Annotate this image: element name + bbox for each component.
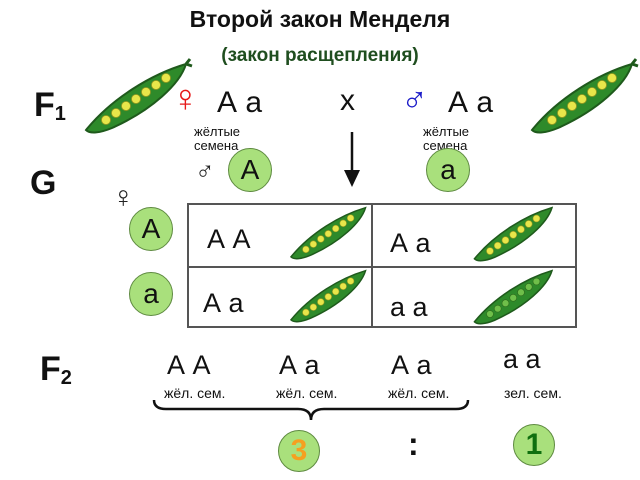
ratio-dominant-badge: 3 (278, 430, 320, 472)
pea-pod-icon (530, 58, 639, 134)
f2-genotype: А а (279, 350, 320, 380)
f2-phenotype: жёл. сем. (276, 385, 338, 401)
female-parent-genotype: А а (217, 86, 263, 119)
pea-pod-icon (289, 206, 367, 260)
male-parent-genotype: А а (448, 86, 494, 119)
page-subtitle: (закон расщепления) (221, 45, 419, 66)
f2-genotype: А а (391, 350, 432, 380)
punnett-cell-heterozygous: А а (390, 228, 431, 258)
female-phenotype-note: жёлтые семена (194, 124, 241, 153)
pea-pod-icon (473, 269, 554, 325)
male-symbol: ♂ (401, 79, 428, 120)
page-title: Второй закон Менделя (189, 6, 451, 32)
ratio-separator: : (408, 426, 419, 462)
f2-phenotype: жёл. сем. (388, 385, 450, 401)
pea-pod-icon (84, 58, 193, 134)
f2-genotype: а а (503, 344, 541, 374)
grid-divider (371, 203, 373, 328)
ratio-dominant-value: 3 (290, 434, 308, 467)
brace-icon (152, 399, 470, 421)
gametes-label: G (30, 164, 57, 202)
f2-phenotype: зел. сем. (504, 385, 562, 401)
f2-genotype: А А (167, 350, 211, 380)
gamete-female-recessive: а (129, 272, 173, 316)
male-symbol: ♂ (195, 156, 215, 186)
cross-symbol: x (340, 84, 355, 117)
ratio-recessive-badge: 1 (513, 424, 555, 466)
pea-pod-icon (473, 206, 554, 262)
gamete-female-dominant: А (129, 207, 173, 251)
female-symbol: ♀ (112, 181, 135, 214)
f2-phenotype: жёл. сем. (164, 385, 226, 401)
down-arrow-icon (344, 132, 360, 187)
gamete-male-recessive: а (426, 148, 470, 192)
punnett-cell-aa-dominant: А А (207, 224, 251, 254)
grid-divider (187, 266, 577, 268)
f1-label: F1 (34, 86, 66, 125)
pea-pod-icon (289, 269, 367, 323)
gamete-male-dominant: А (228, 148, 272, 192)
punnett-cell-aa-recessive: а а (390, 292, 428, 322)
ratio-recessive-value: 1 (525, 428, 543, 461)
female-symbol: ♀ (171, 78, 200, 120)
f2-label: F2 (40, 350, 72, 389)
punnett-cell-heterozygous: А а (203, 288, 244, 318)
punnett-grid (187, 203, 577, 328)
